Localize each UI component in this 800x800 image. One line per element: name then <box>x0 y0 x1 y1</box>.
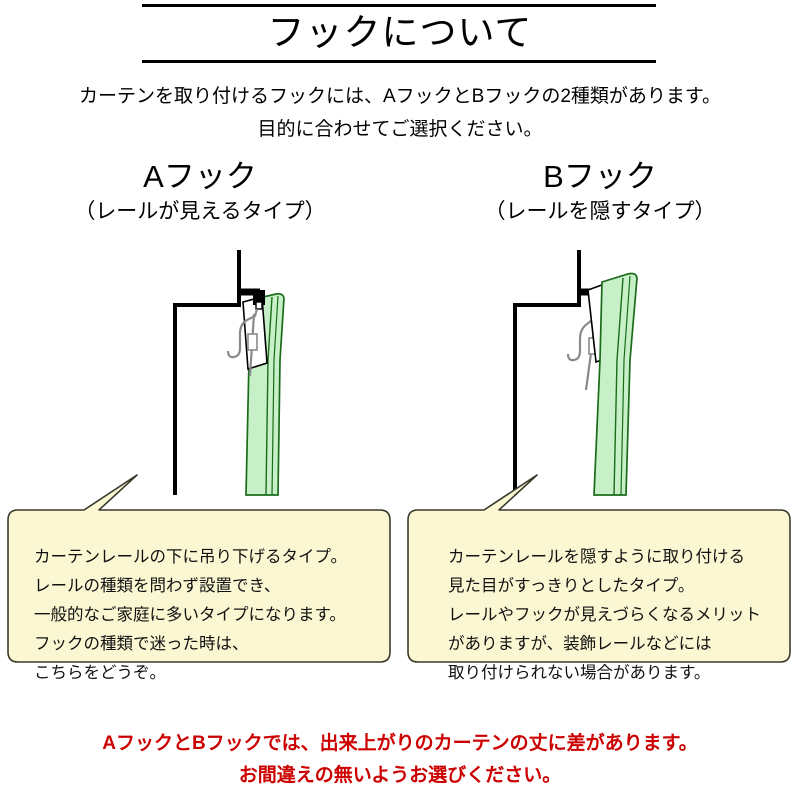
callout-bubble-a <box>7 474 391 663</box>
column-heading-b-hook: Bフック （レールを隠すタイプ） <box>400 158 800 228</box>
rail-runner <box>255 301 263 310</box>
a-hook-callout-text: カーテンレールの下に吊り下げるタイプ。 レールの種類を問わず設置でき、 一般的な… <box>34 543 347 688</box>
curtain-hook <box>226 308 259 359</box>
a-hook-diagram <box>173 250 285 496</box>
b-hook-callout-text: カーテンレールを隠すように取り付ける 見た目がすっきりとしたタイプ。 レールやフ… <box>448 543 761 688</box>
warning-line-2: お間違えの無いようお選びください。 <box>238 765 562 786</box>
title-rule-top <box>142 4 656 7</box>
a-callout-line-3: 一般的なご家庭に多いタイプになります。 <box>34 606 346 624</box>
warning-text: AフックとBフックでは、出来上がりのカーテンの丈に差があります。 お間違えの無い… <box>0 728 800 792</box>
b-hook-title: Bフック <box>543 159 657 194</box>
column-heading-a-hook: Aフック （レールが見えるタイプ） <box>0 158 400 228</box>
warning-line-1: AフックとBフックでは、出来上がりのカーテンの丈に差があります。 <box>102 733 698 754</box>
curtain-fold-line-1 <box>613 277 624 496</box>
a-callout-line-1: カーテンレールの下に吊り下げるタイプ。 <box>34 548 348 566</box>
curtain-heading-tape <box>242 295 268 371</box>
curtain-rail <box>253 290 265 305</box>
a-hook-title: Aフック <box>143 159 257 194</box>
a-callout-line-4: フックの種類で迷った時は、 <box>34 635 249 653</box>
wall-profile <box>513 250 581 495</box>
a-callout-line-2: レールの種類を問わず設置でき、 <box>34 577 281 595</box>
wall-profile <box>173 250 241 495</box>
b-hook-subtitle: （レールを隠すタイプ） <box>484 200 716 223</box>
callout-bubble-b <box>407 474 791 663</box>
b-callout-line-1: カーテンレールを隠すように取り付ける <box>448 548 745 566</box>
curtain-fold-line-2 <box>271 295 279 496</box>
a-hook-callout-box <box>7 474 391 663</box>
intro-line-1: カーテンを取り付けるフックには、AフックとBフックの2種類があります。 <box>78 86 721 107</box>
b-callout-line-2: 見た目がすっきりとしたタイプ。 <box>448 577 695 595</box>
curtain-fold-line-1 <box>265 296 273 496</box>
b-callout-line-5: 取り付けられない場合があります。 <box>448 664 711 682</box>
b-callout-line-4: がありますが、装飾レールなどには <box>448 635 712 653</box>
a-callout-line-5: こちらをどうぞ。 <box>34 664 166 682</box>
curtain-fold-line-2 <box>620 275 631 496</box>
page-title: フックについて <box>267 12 533 53</box>
hook-slider <box>247 333 258 351</box>
b-hook-callout-box <box>407 474 791 663</box>
b-callout-line-3: レールやフックが見えづらくなるメリット <box>448 606 762 624</box>
intro-paragraph: カーテンを取り付けるフックには、AフックとBフックの2種類があります。 目的に合… <box>0 80 800 146</box>
b-hook-diagram <box>513 250 638 496</box>
intro-line-2: 目的に合わせてご選択ください。 <box>257 119 543 140</box>
curtain-hook <box>566 308 600 362</box>
a-hook-subtitle: （レールが見えるタイプ） <box>74 200 326 223</box>
title-rule-bottom <box>142 60 656 63</box>
